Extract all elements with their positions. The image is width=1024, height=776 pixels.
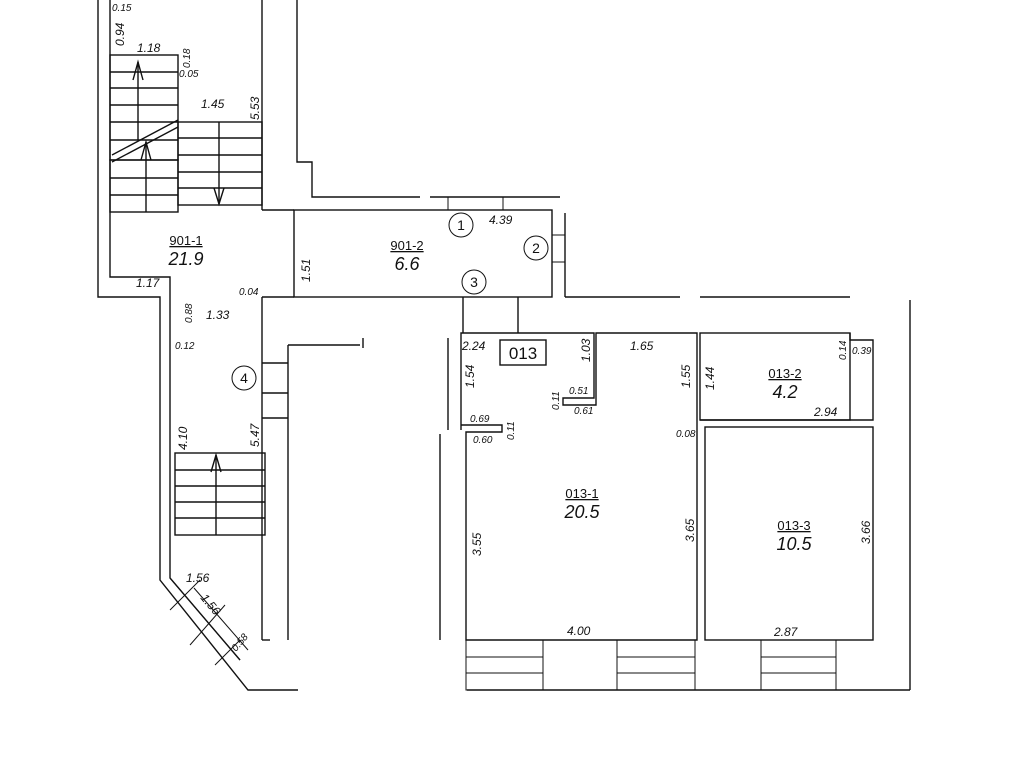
room-area-013-3: 10.5	[776, 534, 812, 554]
dim: 1.17	[136, 276, 161, 290]
room-labels: 901-1 21.9 901-2 6.6 013-1 20.5 013-2 4.…	[167, 233, 812, 554]
dim: 1.03	[579, 338, 593, 362]
dim: 0.04	[239, 287, 259, 298]
room-id-901-2: 901-2	[390, 238, 423, 253]
room-area-013-1: 20.5	[563, 502, 600, 522]
dim: 0.58	[230, 632, 251, 654]
room-id-901-1: 901-1	[169, 233, 202, 248]
dimension-labels: 0.15 0.94 1.18 0.18 0.05 1.45 5.53 4.39 …	[112, 3, 873, 654]
dim: 0.51	[569, 386, 588, 397]
dim: 2.24	[461, 339, 486, 353]
dim: 3.55	[470, 532, 484, 556]
dim: 4.00	[567, 624, 591, 638]
dim: 1.56	[186, 571, 210, 585]
dim: 0.61	[574, 406, 593, 417]
room-id-013-3: 013-3	[777, 518, 810, 533]
dim: 0.60	[473, 435, 493, 446]
marker-3: 3	[470, 274, 478, 290]
dim: 0.05	[179, 69, 199, 80]
stairwell-walls	[97, 0, 560, 691]
unit-013-walls	[362, 300, 911, 691]
dim: 1.33	[206, 308, 230, 322]
dim: 0.69	[470, 414, 490, 425]
dim: 0.15	[112, 3, 132, 14]
dim: 1.44	[703, 366, 717, 390]
dim: 1.54	[463, 364, 477, 388]
marker-4: 4	[240, 370, 248, 386]
dim: 0.14	[838, 340, 849, 360]
dim: 0.88	[184, 303, 195, 323]
marker-1: 1	[457, 217, 465, 233]
dim: 1.45	[201, 97, 225, 111]
dim: 5.47	[248, 422, 262, 447]
dim: 0.12	[175, 341, 195, 352]
room-area-013-2: 4.2	[772, 382, 797, 402]
room-id-013-1: 013-1	[565, 486, 598, 501]
marker-2: 2	[532, 240, 540, 256]
dim: 1.55	[679, 364, 693, 388]
dim: 0.08	[676, 429, 696, 440]
room-area-901-2: 6.6	[394, 254, 420, 274]
unit-label-box	[499, 339, 547, 366]
room-area-901-1: 21.9	[167, 249, 203, 269]
room-901-2-walls	[293, 197, 850, 333]
stairs	[109, 54, 266, 536]
dim: 0.39	[852, 346, 872, 357]
dim: 2.94	[813, 405, 838, 419]
dim: 3.66	[859, 520, 873, 544]
dim: 1.65	[630, 339, 654, 353]
room-id-013-2: 013-2	[768, 366, 801, 381]
dim: 1.18	[137, 41, 161, 55]
door-markers: 1 2 3 4	[231, 212, 549, 391]
dim: 2.87	[773, 625, 799, 639]
dim: 0.11	[506, 421, 517, 440]
dim: 3.65	[683, 518, 697, 542]
unit-label: 013	[509, 344, 537, 363]
dim: 5.53	[248, 96, 262, 120]
dim: 4.10	[176, 426, 190, 450]
dim: 1.51	[299, 259, 313, 282]
dim: 4.39	[489, 213, 513, 227]
dim: 0.11	[551, 391, 562, 410]
dim: 0.94	[113, 22, 127, 46]
dim: 0.18	[182, 48, 193, 68]
